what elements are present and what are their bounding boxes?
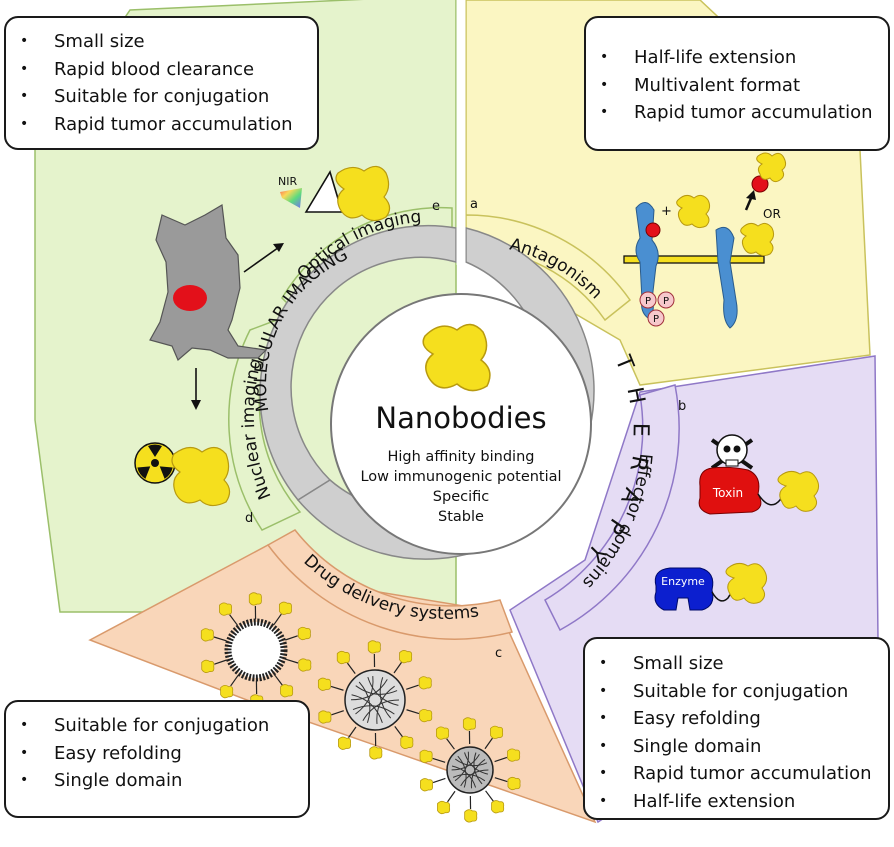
info-box-top-left: Small sizeRapid blood clearanceSuitable … <box>4 16 319 150</box>
box-bullet: Easy refolding <box>599 705 874 733</box>
nanoparticle <box>419 717 521 823</box>
svg-text:P: P <box>653 314 659 325</box>
nanoparticle <box>317 640 433 760</box>
center-circle <box>330 293 592 555</box>
optical-nanobody-icon <box>335 165 391 222</box>
effector-band <box>544 384 680 632</box>
svg-text:NIR: NIR <box>278 175 297 188</box>
info-box-bottom-left: Suitable for conjugationEasy refoldingSi… <box>4 700 310 818</box>
box-bullet: Rapid tumor accumulation <box>20 111 303 139</box>
tumor-marker <box>173 285 207 311</box>
corner-d: d <box>245 511 253 526</box>
toxin-domain: Toxin <box>698 466 793 515</box>
svg-text:+: + <box>661 204 672 219</box>
box-bullet: Small size <box>599 650 874 678</box>
corner-a: a <box>470 197 478 212</box>
center-property: High affinity binding <box>388 449 535 465</box>
membrane <box>623 255 765 264</box>
box-bullet: Suitable for conjugation <box>20 712 294 740</box>
info-box-top-right: Half-life extensionMultivalent formatRap… <box>584 16 890 151</box>
box-bullet: Rapid tumor accumulation <box>600 99 874 127</box>
center-title: Nanobodies <box>375 401 546 435</box>
nanoparticle <box>200 592 312 708</box>
svg-text:Toxin: Toxin <box>712 486 743 500</box>
box-bullet: Rapid tumor accumulation <box>599 760 874 788</box>
free-nanobody-icon <box>756 152 787 183</box>
bound-nanobody-icon <box>740 222 775 257</box>
nir-prism-icon: NIR <box>278 170 344 213</box>
nanoparticles <box>200 592 521 823</box>
box-bullet: Multivalent format <box>600 72 874 100</box>
box-bullet: Easy refolding <box>20 740 294 768</box>
corner-e: e <box>432 199 440 214</box>
center-property: Low immunogenic potential <box>360 469 561 485</box>
corner-b: b <box>678 399 686 414</box>
skull-icon <box>710 434 754 470</box>
box-bullet: Small size <box>20 28 303 56</box>
drug-delivery-band <box>266 529 513 640</box>
box-bullet: Half-life extension <box>600 44 874 72</box>
box-bullet: Single domain <box>20 767 294 795</box>
svg-text:OR: OR <box>763 207 781 221</box>
box-bullet: Single domain <box>599 733 874 761</box>
arrow-to-optical <box>243 244 283 273</box>
center-nanobody-icon <box>422 323 491 392</box>
box-bullet: Half-life extension <box>599 788 874 816</box>
svg-text:P: P <box>663 296 669 307</box>
svg-text:Enzyme: Enzyme <box>661 575 705 588</box>
enzyme-domain: Enzyme <box>654 567 739 611</box>
center-property: Stable <box>438 509 484 525</box>
box-bullet: Suitable for conjugation <box>599 678 874 706</box>
toxin-nanobody-icon <box>777 470 820 512</box>
nuclear-nanobody-icon <box>171 446 231 507</box>
antagonism-nanobody-icon <box>676 194 711 229</box>
center-property: Specific <box>433 489 489 505</box>
svg-text:P: P <box>645 296 651 307</box>
box-bullet: Rapid blood clearance <box>20 56 303 84</box>
receptor-diagram: + P P P OR <box>623 175 781 329</box>
info-box-bottom-right: Small sizeSuitable for conjugationEasy r… <box>583 637 890 820</box>
mouse-icon <box>149 204 268 361</box>
corner-c: c <box>495 646 502 661</box>
box-bullet: Suitable for conjugation <box>20 83 303 111</box>
enzyme-nanobody-icon <box>725 562 768 604</box>
radiation-icon <box>134 442 176 484</box>
